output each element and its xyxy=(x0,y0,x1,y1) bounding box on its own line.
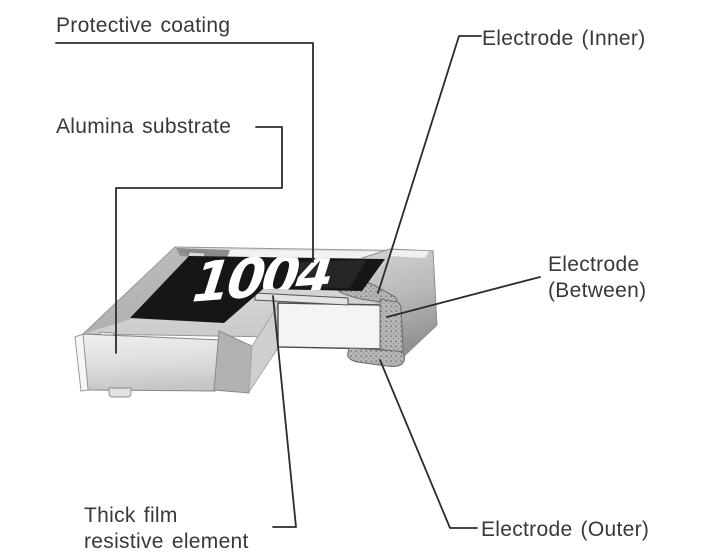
cutaway-left-wall xyxy=(213,330,255,394)
substrate-cross-section-face xyxy=(277,302,383,350)
electrode-outer-leader xyxy=(379,359,478,529)
label-electrode-between-line1: Electrode xyxy=(548,253,640,276)
chip-left-edge-shaded xyxy=(83,247,190,334)
protective-coating-surface xyxy=(130,256,385,323)
between-electrode-stipple xyxy=(379,298,404,353)
coating-reflection xyxy=(298,260,366,288)
label-electrode-inner: Electrode (Inner) xyxy=(482,27,646,50)
label-electrode-outer: Electrode (Outer) xyxy=(481,518,650,541)
resistive-element-layer xyxy=(254,292,349,306)
chip-resistor-illustration: 1004 xyxy=(74,246,438,398)
label-electrode-between: Electrode (Between) xyxy=(548,252,646,304)
substrate-front-face xyxy=(82,333,222,392)
label-thick-film-line2: resistive element xyxy=(84,530,249,553)
chip-left-end-face xyxy=(74,333,89,392)
label-protective-coating: Protective coating xyxy=(56,14,231,37)
label-thick-film-resistive-element: Thick film resistive element xyxy=(84,503,249,555)
chip-bottom-foot xyxy=(108,387,132,398)
protective-coating-leader xyxy=(55,42,314,263)
end-cap-top-highlight xyxy=(389,250,429,258)
outer-electrode-stipple xyxy=(347,347,405,367)
label-alumina-substrate: Alumina substrate xyxy=(56,115,232,138)
electrode-between-leader xyxy=(386,276,541,318)
alumina-substrate-leader xyxy=(115,126,283,354)
electrode-inner-leader xyxy=(377,35,482,294)
label-thick-film-line1: Thick film xyxy=(84,504,178,527)
thick-film-leader xyxy=(272,295,297,528)
label-electrode-between-line2: (Between) xyxy=(548,279,647,302)
